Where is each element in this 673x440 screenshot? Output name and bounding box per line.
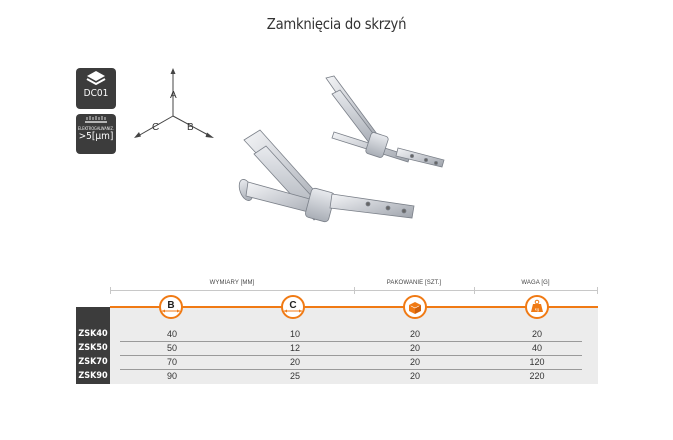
header-separator: [110, 287, 111, 294]
axes-diagram: A B C: [134, 68, 214, 138]
cell-c: 25: [289, 371, 300, 381]
cell-pack: 20: [409, 357, 420, 367]
header-separator: [474, 287, 475, 294]
header-separator: [597, 287, 598, 294]
cell-pack: 20: [409, 371, 420, 381]
cell-c: 20: [289, 357, 300, 367]
row-divider: [120, 369, 582, 370]
cell-weight: 40: [531, 343, 542, 353]
coating-badge: ELEKTROGALWANIZ. >5[µm]: [76, 114, 116, 154]
dimension-b-label: B: [167, 300, 175, 311]
weight-icon-label: kg: [535, 306, 539, 311]
dimension-b-icon: B: [159, 295, 183, 319]
axis-a-label: A: [170, 90, 177, 101]
header-weight: WAGA [g]: [521, 280, 550, 286]
cell-b: 50: [166, 343, 177, 353]
table-accent-line: [110, 306, 598, 308]
cell-b: 40: [166, 329, 177, 339]
coating-label: >5[µm]: [78, 131, 114, 142]
header-separator: [354, 287, 355, 294]
header-dimensions: WYMIARY [mm]: [209, 280, 255, 286]
cell-c: 12: [289, 343, 300, 353]
cell-pack: 20: [409, 329, 420, 339]
row-divider: [120, 355, 582, 356]
material-label: DC01: [83, 88, 109, 99]
header-packaging: PAKOWANIE [szt.]: [386, 280, 442, 286]
galvanized-icon: [85, 116, 107, 123]
model-cell: ZSK50: [78, 343, 108, 353]
cell-weight: 20: [531, 329, 542, 339]
dimension-c-label: C: [289, 300, 297, 311]
dimension-c-icon: C: [281, 295, 305, 319]
material-badge: DC01: [76, 68, 116, 109]
header-divider: [110, 290, 597, 291]
cell-pack: 20: [409, 343, 420, 353]
axis-c-label: C: [152, 122, 159, 133]
layers-icon: [86, 71, 106, 86]
model-cell: ZSK40: [78, 329, 108, 339]
model-cell: ZSK70: [78, 357, 108, 367]
page-title: Zamknięcia do skrzyń: [266, 15, 407, 33]
cell-b: 90: [166, 371, 177, 381]
model-column: [76, 307, 110, 384]
spec-table: [110, 307, 598, 384]
coating-small-label: ELEKTROGALWANIZ.: [77, 126, 115, 131]
cell-b: 70: [166, 357, 177, 367]
axis-b-label: B: [187, 122, 194, 133]
cell-weight: 220: [529, 371, 545, 381]
model-cell: ZSK90: [78, 371, 108, 381]
box-icon: [403, 295, 427, 319]
weight-icon: kg: [525, 295, 549, 319]
row-divider: [120, 341, 582, 342]
cell-weight: 120: [529, 357, 545, 367]
product-image-latch: [238, 75, 445, 223]
cell-c: 10: [289, 329, 300, 339]
